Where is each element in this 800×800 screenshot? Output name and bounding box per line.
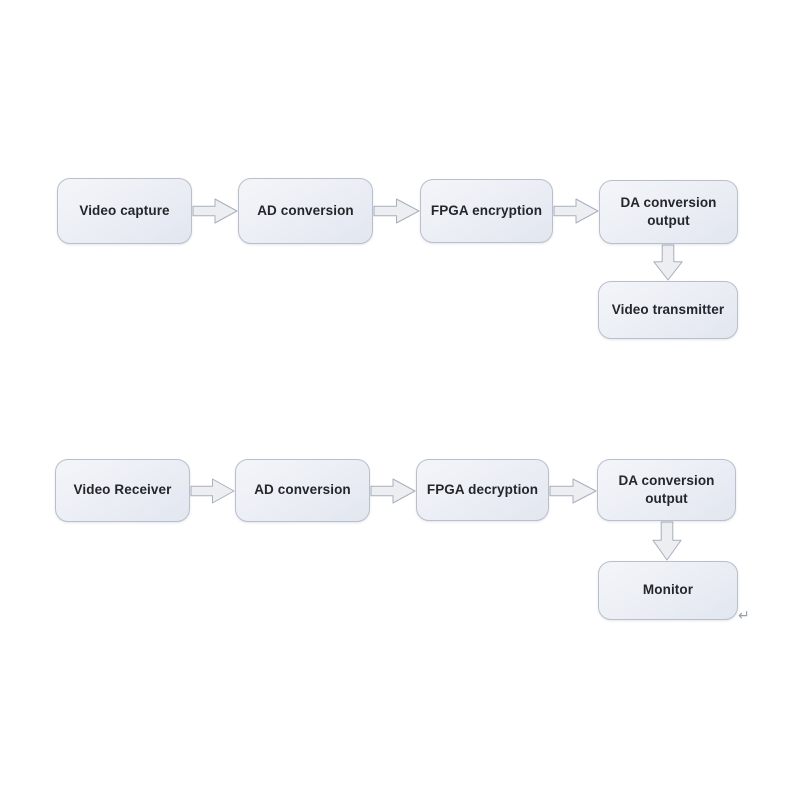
node-fpga-encryption[interactable]: FPGA encryption: [420, 179, 553, 243]
arrow-da-to-monitor-icon: [651, 521, 683, 561]
node-monitor[interactable]: Monitor: [598, 561, 738, 620]
node-label: DA conversion output: [618, 472, 715, 506]
node-label: AD conversion: [254, 482, 351, 498]
node-video-capture[interactable]: Video capture: [57, 178, 192, 244]
node-label: Video capture: [79, 202, 170, 218]
node-video-transmitter[interactable]: Video transmitter: [598, 281, 738, 339]
node-label: Video Receiver: [73, 482, 172, 498]
arrow-ad-to-fpga-rx-icon: [370, 476, 416, 506]
arrow-fpga-to-da-icon: [553, 196, 599, 226]
node-da-conversion-output-rx[interactable]: DA conversion output: [597, 459, 736, 521]
node-ad-conversion-tx[interactable]: AD conversion: [238, 178, 373, 244]
node-fpga-decryption[interactable]: FPGA decryption: [416, 459, 549, 521]
arrow-fpga-to-da-rx-icon: [549, 476, 597, 506]
arrow-capture-to-ad-icon: [192, 196, 238, 226]
node-label: AD conversion: [257, 202, 354, 218]
arrow-ad-to-fpga-icon: [373, 196, 420, 226]
node-label: Video transmitter: [611, 301, 725, 317]
node-label: Monitor: [642, 582, 694, 598]
node-label: DA conversion output: [620, 194, 717, 228]
arrow-da-to-transmitter-icon: [652, 244, 684, 281]
node-label: FPGA decryption: [426, 481, 539, 497]
node-video-receiver[interactable]: Video Receiver: [55, 459, 190, 522]
node-label: FPGA encryption: [430, 202, 543, 218]
node-da-conversion-output-tx[interactable]: DA conversion output: [599, 180, 738, 244]
paragraph-return-mark: ↵: [738, 607, 750, 623]
node-ad-conversion-rx[interactable]: AD conversion: [235, 459, 370, 522]
arrow-receiver-to-ad-icon: [190, 476, 235, 506]
